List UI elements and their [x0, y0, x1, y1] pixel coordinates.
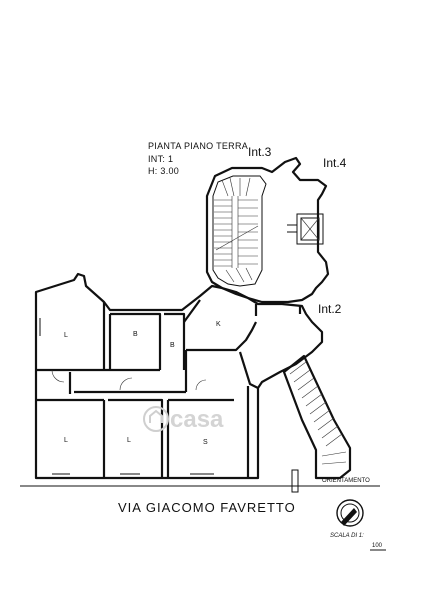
- scale-value: 100: [372, 543, 383, 549]
- exterior-stair: [282, 354, 352, 493]
- plan-height: H: 3.00: [148, 166, 180, 176]
- plan-title: PIANTA PIANO TERRA: [148, 141, 249, 151]
- stairwell-block: [205, 156, 330, 304]
- room-label-b1: B: [133, 331, 138, 338]
- orientation-label: ORIENTAMENTO: [322, 478, 370, 484]
- apartment-walls: [34, 272, 324, 480]
- unit-int3-label: Int.3: [248, 145, 272, 159]
- room-label-s: S: [203, 439, 208, 446]
- room-label-l3: L: [127, 437, 131, 444]
- plan-int: INT: 1: [148, 154, 174, 164]
- watermark-logo: [143, 406, 169, 432]
- room-label-l2: L: [64, 437, 68, 444]
- scale-label: SCALA DI 1:: [330, 533, 364, 539]
- room-label-l1: L: [64, 332, 68, 339]
- watermark-text: casa: [170, 406, 224, 433]
- room-label-b2: B: [170, 342, 175, 349]
- unit-int4-label: Int.4: [323, 156, 347, 170]
- compass-icon: [336, 499, 364, 527]
- unit-int2-label: Int.2: [318, 302, 342, 316]
- room-label-k: K: [216, 321, 221, 328]
- street-label: VIA GIACOMO FAVRETTO: [118, 500, 296, 515]
